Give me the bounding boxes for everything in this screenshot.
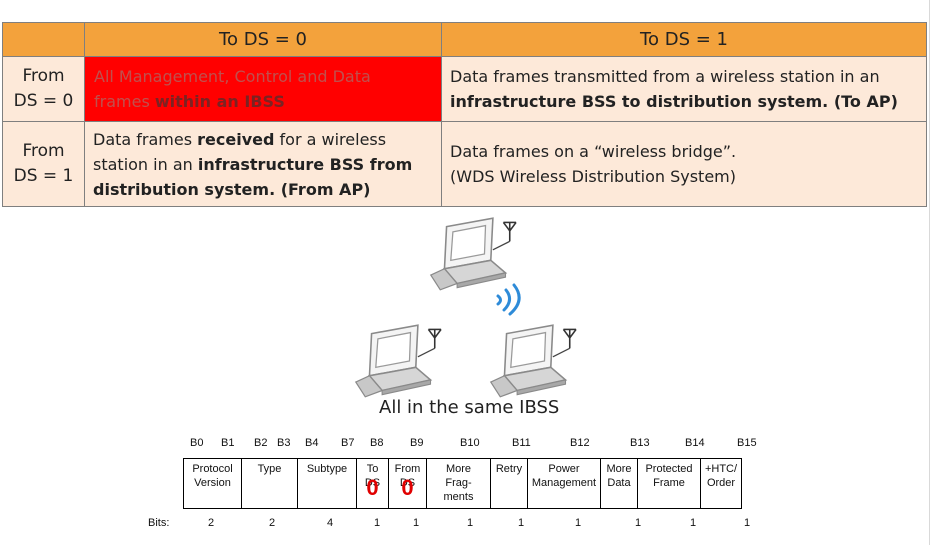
cell-text: station in an bbox=[93, 154, 198, 174]
field-label: DS bbox=[399, 477, 416, 489]
cell-bold-line: infrastructure BSS to distribution syste… bbox=[450, 92, 898, 111]
field-label: DS bbox=[364, 477, 381, 489]
slide-edge-line bbox=[929, 0, 930, 545]
field-to-ds: To DS 0 bbox=[357, 459, 389, 508]
laptop-right-icon bbox=[489, 324, 577, 398]
bit-count: 1 bbox=[518, 517, 525, 529]
field-label: +HTC/ bbox=[704, 463, 738, 475]
field-more-data: More Data bbox=[601, 459, 638, 508]
wireless-signal-icon bbox=[496, 283, 521, 316]
bit-label: B4 bbox=[305, 437, 319, 449]
field-label: Subtype bbox=[306, 463, 348, 475]
field-label: Management bbox=[531, 477, 597, 489]
cell-text: for a wireless bbox=[274, 129, 387, 149]
table-row-from-ds-1: From DS = 1 Data frames received for a w… bbox=[2, 121, 927, 207]
laptop-left-icon bbox=[354, 324, 442, 398]
field-from-ds: From DS 0 bbox=[389, 459, 427, 508]
bit-label: B14 bbox=[685, 437, 705, 449]
bit-count: 1 bbox=[635, 517, 642, 529]
bit-count: 1 bbox=[413, 517, 420, 529]
field-type: Type bbox=[242, 459, 298, 508]
row-header-line: DS = 1 bbox=[13, 166, 74, 186]
to-ds-value: 0 bbox=[366, 475, 379, 500]
cell-bold-text: infrastructure BSS from bbox=[197, 154, 413, 174]
bit-label: B11 bbox=[512, 437, 531, 449]
bit-label: B9 bbox=[410, 437, 424, 449]
bit-count: 1 bbox=[467, 517, 474, 529]
cell-line: Data frames received for a wireless bbox=[93, 127, 441, 152]
table-header-row: To DS = 0 To DS = 1 bbox=[2, 22, 927, 57]
field-retry: Retry bbox=[491, 459, 528, 508]
field-label: More bbox=[606, 463, 632, 475]
bit-label: B3 bbox=[277, 437, 291, 449]
bits-label: Bits: bbox=[148, 517, 170, 529]
bit-count: 1 bbox=[744, 517, 751, 529]
cell-ibss: All Management, Control and Data frames … bbox=[84, 56, 442, 122]
bit-count: 1 bbox=[575, 517, 582, 529]
header-to-ds-1: To DS = 1 bbox=[441, 22, 927, 57]
field-label: Protocol bbox=[192, 463, 233, 475]
ibss-caption: All in the same IBSS bbox=[379, 397, 560, 418]
bit-count: 1 bbox=[690, 517, 697, 529]
frame-control-fields: Protocol Version Type Subtype To DS 0 Fr… bbox=[183, 458, 742, 509]
field-label: Type bbox=[257, 463, 282, 475]
row-header-from-ds-0: From DS = 0 bbox=[2, 56, 85, 122]
field-htc-order: +HTC/ Order bbox=[701, 459, 741, 508]
row-header-line: DS = 0 bbox=[13, 91, 74, 111]
field-label: Frame bbox=[653, 477, 685, 489]
row-header-line: From bbox=[22, 141, 65, 161]
bit-count: 4 bbox=[327, 517, 334, 529]
bit-label: B0 bbox=[190, 437, 204, 449]
bit-label: B15 bbox=[737, 437, 757, 449]
from-ds-value: 0 bbox=[401, 475, 414, 500]
table-row-from-ds-0: From DS = 0 All Management, Control and … bbox=[2, 56, 927, 122]
field-more-fragments: More Frag- ments bbox=[427, 459, 491, 508]
row-header-from-ds-1: From DS = 1 bbox=[2, 121, 85, 207]
cell-bold-text: received bbox=[197, 129, 275, 149]
field-label: Frag- bbox=[445, 477, 472, 489]
cell-line: station in an infrastructure BSS from bbox=[93, 152, 441, 177]
field-protected-frame: Protected Frame bbox=[638, 459, 701, 508]
cell-bold-text: within an IBSS bbox=[154, 92, 285, 111]
row-header-line: From bbox=[22, 66, 65, 86]
cell-line: (WDS Wireless Distribution System) bbox=[450, 167, 736, 186]
field-label: From bbox=[394, 463, 421, 475]
cell-from-ap: Data frames received for a wireless stat… bbox=[84, 121, 442, 207]
bit-label: B13 bbox=[630, 437, 650, 449]
cell-text: frames bbox=[94, 92, 155, 111]
cell-line: Data frames on a “wireless bridge”. bbox=[450, 142, 737, 161]
cell-bold-line: distribution system. (From AP) bbox=[93, 179, 371, 199]
bit-label: B2 bbox=[254, 437, 268, 449]
bit-label: B12 bbox=[570, 437, 590, 449]
field-protocol-version: Protocol Version bbox=[184, 459, 242, 508]
field-label: More bbox=[445, 463, 472, 475]
field-label: Data bbox=[607, 477, 631, 489]
cell-line: frames within an IBSS bbox=[94, 89, 441, 114]
field-subtype: Subtype bbox=[298, 459, 357, 508]
bit-label: B8 bbox=[370, 437, 384, 449]
cell-line: Data frames transmitted from a wireless … bbox=[450, 67, 880, 86]
field-label: Order bbox=[706, 477, 736, 489]
field-label: ments bbox=[443, 491, 474, 503]
bit-count: 2 bbox=[269, 517, 276, 529]
bit-count: 1 bbox=[374, 517, 381, 529]
bit-count: 2 bbox=[208, 517, 215, 529]
field-label: To bbox=[366, 463, 379, 475]
table-corner-cell bbox=[2, 22, 85, 57]
header-to-ds-0: To DS = 0 bbox=[84, 22, 442, 57]
bit-label: B1 bbox=[221, 437, 235, 449]
bit-label: B7 bbox=[341, 437, 355, 449]
field-label: Version bbox=[194, 477, 231, 489]
field-label: Retry bbox=[495, 463, 523, 475]
cell-wds: Data frames on a “wireless bridge”. (WDS… bbox=[441, 121, 927, 207]
field-label: Protected bbox=[645, 463, 693, 475]
cell-line: All Management, Control and Data bbox=[94, 67, 371, 86]
ds-address-table: To DS = 0 To DS = 1 From DS = 0 All Mana… bbox=[2, 22, 927, 207]
field-power-management: Power Management bbox=[528, 459, 601, 508]
cell-to-ap: Data frames transmitted from a wireless … bbox=[441, 56, 927, 122]
bit-label: B10 bbox=[460, 437, 480, 449]
field-label: Power bbox=[548, 463, 580, 475]
cell-text: Data frames bbox=[93, 129, 198, 149]
